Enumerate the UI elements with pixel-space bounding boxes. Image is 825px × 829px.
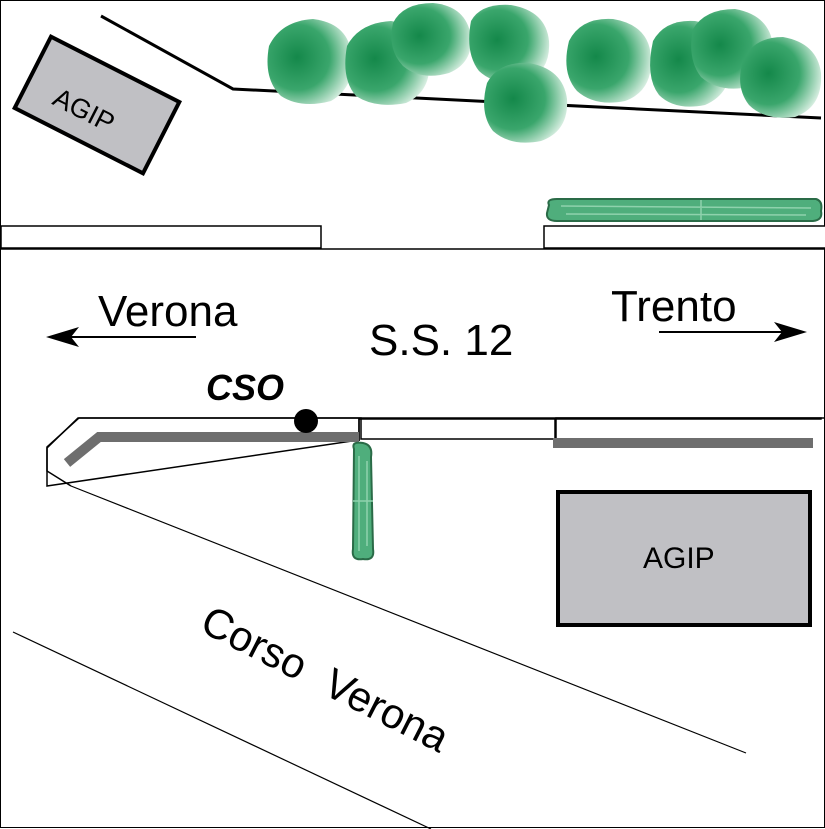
- building-top-left: [11, 33, 183, 177]
- tree-icon: [391, 3, 472, 76]
- top-boundary: [100, 14, 822, 120]
- tree-icon: [566, 18, 652, 103]
- tree-icon: [267, 19, 353, 105]
- station-label: CSO: [206, 367, 285, 408]
- building-bottom-right: [556, 490, 812, 627]
- hedge-icon: [351, 441, 375, 561]
- tree-row: [267, 3, 822, 143]
- corso-verona-road: [12, 485, 747, 829]
- road-name-label: S.S. 12: [369, 316, 514, 365]
- tree-icon: [740, 37, 822, 118]
- direction-right-label: Trento: [611, 282, 737, 331]
- upper-sidewalk: [1, 225, 825, 250]
- station-marker: [294, 409, 318, 433]
- curb: [63, 432, 813, 467]
- lower-sidewalk: [46, 417, 822, 487]
- hedge-icon: [545, 198, 823, 222]
- arrow-left-icon: [46, 327, 196, 347]
- arrow-right-icon: [659, 322, 807, 342]
- direction-left-label: Verona: [98, 287, 238, 336]
- tree-icon: [484, 62, 568, 143]
- building-bottom-right-label: AGIP: [643, 542, 715, 575]
